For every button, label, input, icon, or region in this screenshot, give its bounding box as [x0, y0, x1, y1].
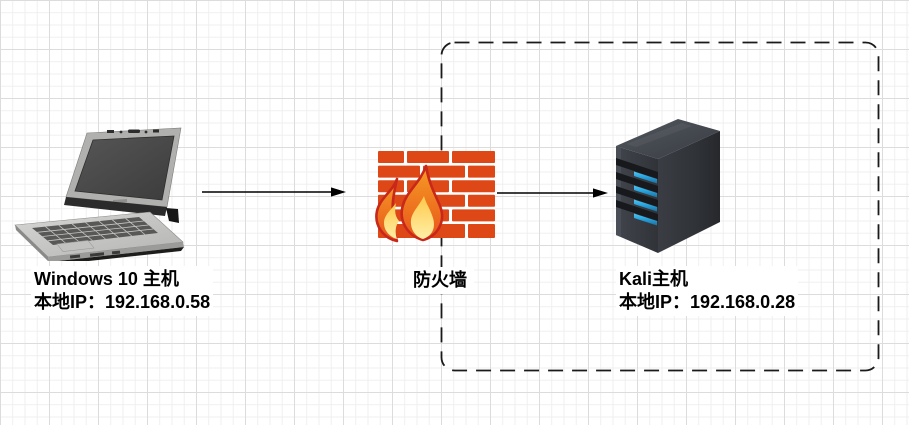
- server-tower-icon: [616, 119, 720, 253]
- arrow-windows-to-firewall: [202, 187, 346, 197]
- windows-host-label: Windows 10 主机 本地IP：192.168.0.58: [31, 266, 214, 316]
- windows-host-title: Windows 10 主机: [34, 269, 179, 289]
- kali-host-title: Kali主机: [619, 269, 689, 289]
- kali-host-ip: 本地IP：192.168.0.28: [619, 292, 796, 312]
- flame-icon: [375, 164, 444, 243]
- firewall-label: 防火墙: [406, 267, 474, 294]
- firewall-title: 防火墙: [413, 270, 467, 290]
- firewall-brick-flame-icon: [375, 151, 495, 243]
- windows-host-ip: 本地IP：192.168.0.58: [34, 292, 211, 312]
- kali-host-label: Kali主机 本地IP：192.168.0.28: [616, 266, 799, 316]
- arrow-firewall-to-kali: [497, 188, 608, 198]
- dashed-boundary: [440, 41, 880, 372]
- laptop-icon: [14, 127, 184, 261]
